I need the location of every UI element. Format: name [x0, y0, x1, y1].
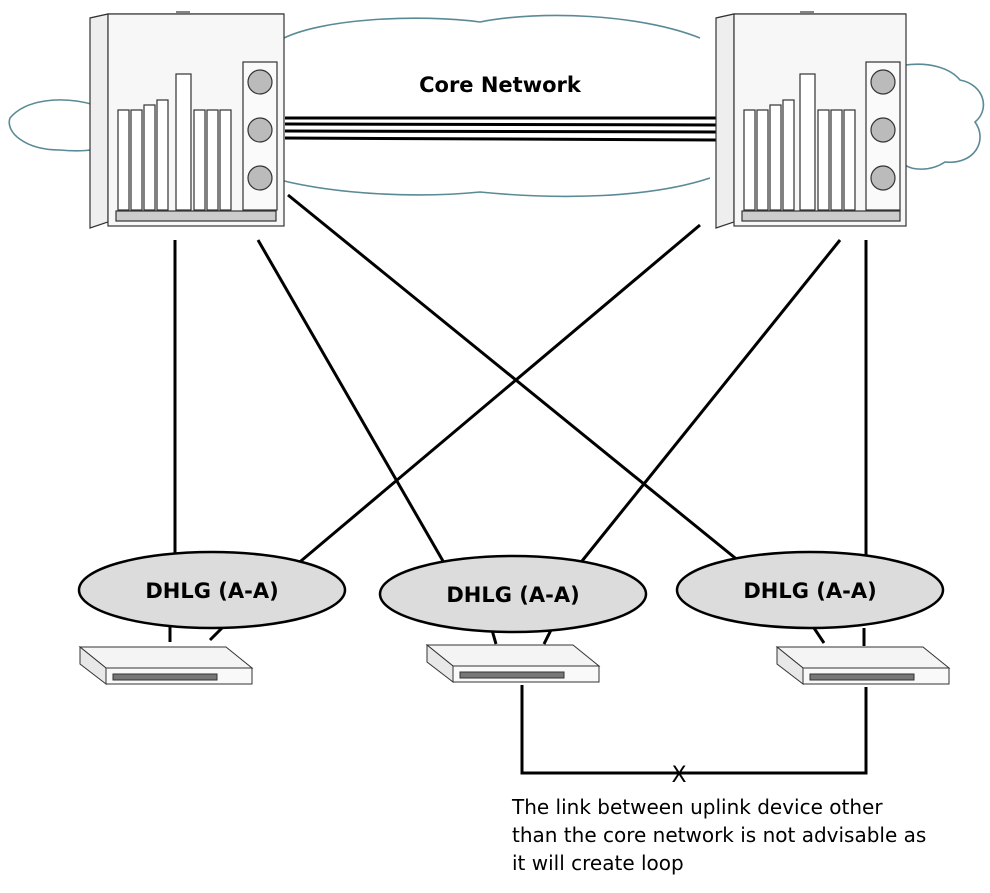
note-line: than the core network is not advisable a… — [512, 823, 927, 847]
note-line: it will create loop — [512, 851, 684, 875]
dhlg-group-label: DHLG (A-A) — [145, 579, 278, 603]
core-network-cloud — [8, 14, 985, 198]
cloud-label: Core Network — [419, 73, 582, 97]
access-switch-3 — [775, 645, 951, 686]
note-line: The link between uplink device other — [512, 795, 883, 819]
access-switch-1 — [78, 645, 254, 686]
dhlg-group-2: DHLG (A-A) — [378, 554, 648, 634]
loop-warning-note: The link between uplink device other tha… — [512, 793, 982, 877]
dhlg-group-3: DHLG (A-A) — [675, 550, 945, 630]
core-switch-right — [715, 11, 907, 229]
blocked-link-marker: X — [671, 763, 686, 788]
dhlg-group-label: DHLG (A-A) — [743, 579, 876, 603]
core-trunk-links — [284, 116, 719, 142]
uplink-lines — [168, 193, 868, 646]
core-switch-left — [89, 11, 285, 229]
access-switch-2 — [425, 643, 601, 684]
dhlg-group-1: DHLG (A-A) — [77, 550, 347, 630]
blocked-link — [520, 685, 868, 775]
dhlg-group-label: DHLG (A-A) — [446, 583, 579, 607]
